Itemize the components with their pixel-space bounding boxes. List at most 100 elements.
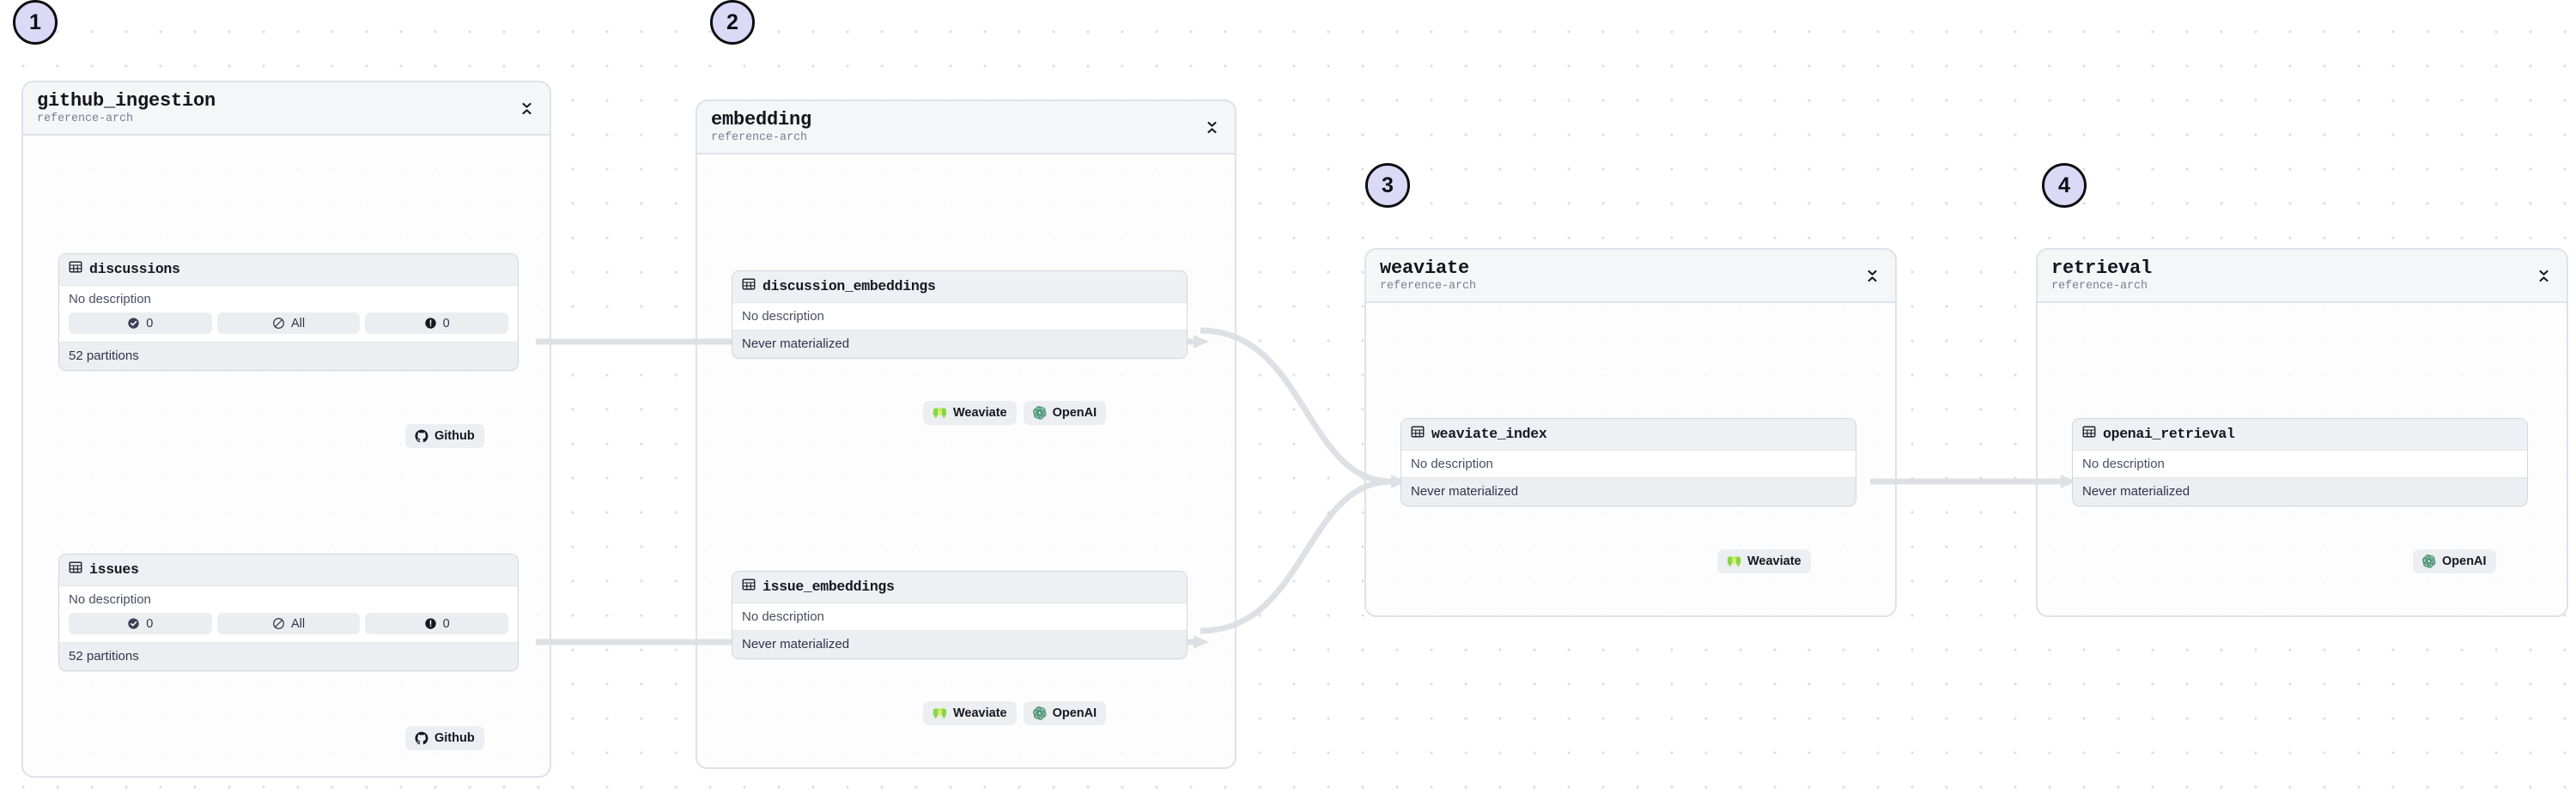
integration-tag-label: OpenAI	[1052, 706, 1097, 720]
integration-tag-label: Weaviate	[1747, 555, 1801, 568]
group-header-weaviate[interactable]: weaviate reference-arch	[1366, 250, 1895, 303]
asset-node-discussions[interactable]: discussions No description 0 All	[58, 253, 519, 371]
step-badge-label: 2	[726, 9, 738, 34]
integration-tag-row: Weaviate OpenAI	[923, 401, 1107, 425]
group-title: weaviate	[1380, 258, 1470, 279]
status-chip-exclamation-circle-icon[interactable]: 0	[365, 613, 509, 634]
asset-description: No description	[59, 286, 518, 312]
group-header-retrieval[interactable]: retrieval reference-arch	[2038, 250, 2567, 303]
integration-tag-row: OpenAI	[2413, 549, 2496, 573]
group-title-block: embedding reference-arch	[711, 110, 811, 144]
asset-status-row: 0 All 0	[59, 312, 518, 342]
check-circle-icon	[127, 317, 140, 330]
integration-tag-openai[interactable]: OpenAI	[1023, 701, 1107, 725]
asset-footer-status: Never materialized	[732, 630, 1187, 658]
table-grid-icon	[1411, 425, 1425, 443]
asset-group-embedding[interactable]: embedding reference-arch	[696, 100, 1236, 769]
exclamation-circle-icon	[424, 317, 437, 330]
status-chip-label: 0	[146, 616, 154, 631]
github-icon	[415, 731, 428, 745]
status-chip-slash-circle-icon[interactable]: All	[216, 312, 361, 334]
step-badge-2: 2	[710, 0, 755, 45]
asset-description: No description	[1401, 451, 1856, 477]
integration-tag-row: Weaviate OpenAI	[923, 701, 1107, 725]
integration-tag-openai[interactable]: OpenAI	[1023, 401, 1107, 425]
asset-name: discussion_embeddings	[762, 278, 936, 294]
asset-footer-status: 52 partitions	[59, 642, 518, 670]
group-title: embedding	[711, 109, 812, 130]
group-title-block: retrieval reference-arch	[2051, 258, 2152, 293]
asset-name: openai_retrieval	[2103, 426, 2235, 442]
asset-node-issues[interactable]: issues No description 0 All	[58, 554, 519, 671]
asset-node-openai_retrieval[interactable]: openai_retrieval No description Never ma…	[2072, 418, 2528, 506]
integration-tag-row: Weaviate	[1717, 549, 1811, 573]
table-grid-icon	[69, 260, 82, 278]
integration-tag-weaviate[interactable]: Weaviate	[923, 401, 1017, 425]
integration-tag-weaviate[interactable]: Weaviate	[1717, 549, 1811, 573]
asset-header[interactable]: discussion_embeddings	[732, 271, 1187, 303]
asset-node-issue_embeddings[interactable]: issue_embeddings No description Never ma…	[732, 571, 1188, 659]
status-chip-label: All	[290, 316, 306, 330]
integration-tag-github[interactable]: Github	[405, 424, 484, 448]
asset-header[interactable]: openai_retrieval	[2073, 419, 2527, 451]
asset-header[interactable]: weaviate_index	[1401, 419, 1856, 451]
chevron-collapse-icon[interactable]	[2534, 264, 2553, 288]
step-badge-3: 3	[1365, 163, 1410, 208]
chevron-collapse-icon[interactable]	[517, 96, 536, 120]
group-subtitle: reference-arch	[37, 112, 134, 126]
asset-node-weaviate_index[interactable]: weaviate_index No description Never mate…	[1400, 418, 1856, 506]
status-chip-check-circle-icon[interactable]: 0	[69, 312, 212, 334]
asset-description: No description	[732, 303, 1187, 330]
exclamation-circle-icon	[424, 617, 437, 630]
integration-tag-weaviate[interactable]: Weaviate	[923, 701, 1017, 725]
group-subtitle: reference-arch	[2051, 280, 2148, 294]
asset-footer-status: Never materialized	[2073, 477, 2527, 506]
group-title: github_ingestion	[37, 90, 216, 112]
chevron-collapse-icon[interactable]	[1202, 115, 1221, 139]
step-badge-label: 4	[2058, 173, 2070, 197]
asset-name: issue_embeddings	[762, 579, 895, 595]
asset-header[interactable]: discussions	[59, 254, 518, 286]
group-header-github_ingestion[interactable]: github_ingestion reference-arch	[23, 82, 550, 136]
asset-description: No description	[732, 603, 1187, 630]
status-chip-label: 0	[146, 316, 154, 330]
asset-footer-status: Never materialized	[1401, 477, 1856, 506]
status-chip-exclamation-circle-icon[interactable]: 0	[365, 312, 509, 334]
slash-circle-icon	[272, 317, 285, 330]
asset-header[interactable]: issues	[59, 555, 518, 586]
integration-tag-openai[interactable]: OpenAI	[2413, 549, 2496, 573]
group-title-block: weaviate reference-arch	[1380, 258, 1476, 293]
group-subtitle: reference-arch	[711, 131, 808, 145]
integration-tag-github[interactable]: Github	[405, 726, 484, 750]
chevron-collapse-icon[interactable]	[1862, 264, 1881, 288]
integration-tag-row: Github	[405, 726, 484, 750]
table-grid-icon	[742, 578, 756, 596]
asset-name: weaviate_index	[1431, 426, 1547, 442]
step-badge-label: 1	[29, 9, 41, 34]
asset-footer-status: Never materialized	[732, 330, 1187, 358]
check-circle-icon	[127, 617, 140, 630]
asset-footer-status: 52 partitions	[59, 342, 518, 370]
openai-icon	[1032, 406, 1047, 420]
integration-tag-label: OpenAI	[1052, 406, 1097, 420]
integration-tag-label: Weaviate	[953, 406, 1007, 420]
asset-header[interactable]: issue_embeddings	[732, 572, 1187, 603]
asset-description: No description	[2073, 451, 2527, 477]
step-badge-4: 4	[2042, 163, 2087, 208]
integration-tag-label: Github	[434, 429, 475, 443]
group-header-embedding[interactable]: embedding reference-arch	[697, 101, 1235, 155]
github-icon	[415, 429, 428, 443]
status-chip-label: 0	[442, 616, 450, 631]
group-title: retrieval	[2051, 258, 2153, 279]
group-title-block: github_ingestion reference-arch	[37, 91, 216, 125]
integration-tag-label: OpenAI	[2442, 555, 2487, 568]
asset-node-discussion_embeddings[interactable]: discussion_embeddings No description Nev…	[732, 270, 1188, 359]
slash-circle-icon	[272, 617, 285, 630]
group-body-github_ingestion	[23, 136, 550, 776]
status-chip-check-circle-icon[interactable]: 0	[69, 613, 212, 634]
asset-name: discussions	[89, 261, 180, 277]
status-chip-slash-circle-icon[interactable]: All	[216, 613, 361, 634]
integration-tag-label: Github	[434, 731, 475, 745]
table-grid-icon	[742, 277, 756, 295]
